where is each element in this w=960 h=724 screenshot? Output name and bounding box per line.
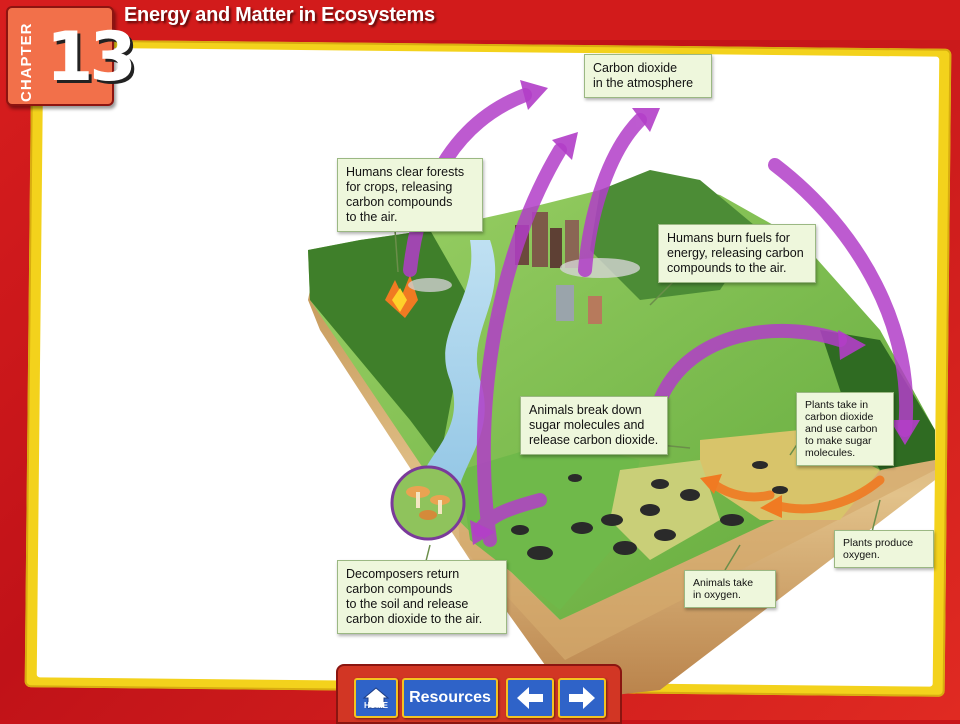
river (418, 240, 496, 520)
home-button[interactable]: HOME (354, 678, 398, 718)
carbon-flow-arrows (403, 88, 914, 547)
oxygen-arrowheads (700, 474, 782, 518)
previous-button[interactable] (506, 678, 554, 718)
resources-button[interactable]: Resources (402, 678, 498, 718)
chapter-tab: CHAPTER 13 (6, 6, 137, 106)
home-icon (362, 687, 390, 709)
slide-title: Energy and Matter in Ecosystems (124, 4, 435, 26)
arrow-right-icon (569, 687, 595, 709)
arrow-city-to-atmosphere (578, 113, 647, 277)
arrow-atmosphere-to-plants (768, 158, 914, 437)
soil-layers (308, 290, 935, 700)
arrow-animals-to-plants (653, 323, 847, 407)
arrow-animals-to-atmosphere (476, 143, 567, 547)
arrow-decomposers (473, 493, 547, 537)
callout-burn-fuels: Humans burn fuels for energy, releasing … (658, 224, 816, 283)
callout-clear-forests: Humans clear forests for crops, releasin… (337, 158, 483, 232)
carbon-arrowheads (470, 80, 920, 545)
callout-plants-take-in: Plants take in carbon dioxide and use ca… (796, 392, 894, 466)
forest-fire (385, 275, 452, 318)
callout-plants-produce: Plants produce oxygen. (834, 530, 934, 568)
home-label: HOME (364, 701, 388, 710)
next-button[interactable] (558, 678, 606, 718)
callout-decomposers: Decomposers return carbon compounds to t… (337, 560, 507, 634)
arrow-left-icon (517, 687, 543, 709)
cattle (511, 461, 788, 560)
title-bar (110, 0, 960, 40)
callout-animals-take: Animals take in oxygen. (684, 570, 776, 608)
oxygen-flow-arrows (710, 475, 885, 514)
callout-animals-break-down: Animals break down sugar molecules and r… (520, 396, 668, 455)
decomposer-mushrooms (390, 465, 466, 541)
chapter-number: 13 (46, 18, 137, 97)
callout-atmosphere: Carbon dioxide in the atmosphere (584, 54, 712, 98)
navigation-bar: HOME Resources (336, 664, 622, 724)
